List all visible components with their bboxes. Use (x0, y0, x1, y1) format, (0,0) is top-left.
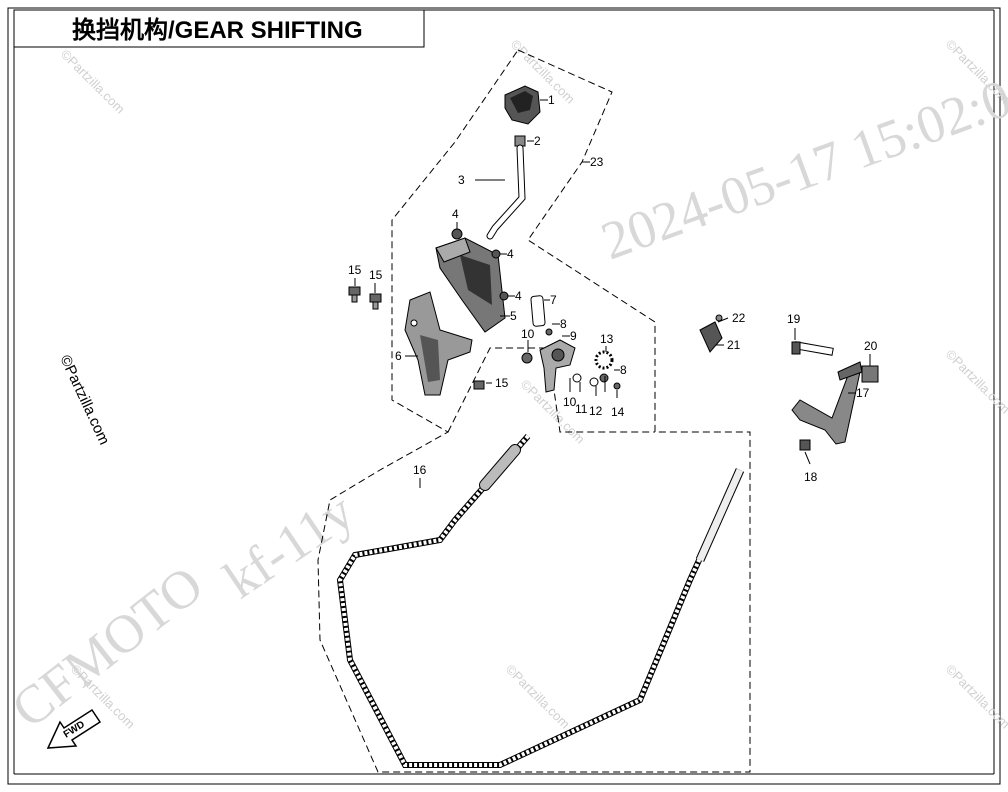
callout-label: 22 (732, 311, 746, 325)
bolt (499, 291, 509, 301)
washer (572, 373, 582, 383)
gear-sensor (699, 314, 723, 353)
callout-label: 4 (452, 207, 459, 221)
callout-label: 1 (548, 93, 555, 107)
washer (613, 382, 621, 390)
callout-label: 2 (534, 134, 541, 148)
washer (589, 377, 599, 387)
watermark-partzilla: ©Partzilla.com (943, 347, 1008, 417)
callout-label: 7 (550, 293, 557, 307)
callout-label: 9 (570, 329, 577, 343)
callout-label: 21 (727, 338, 741, 352)
callout-label: 15 (348, 263, 362, 277)
watermark-partzilla: ©Partzilla.com (503, 662, 573, 732)
shift-rod-outline (486, 144, 526, 240)
callout-label: 18 (804, 470, 818, 484)
shifter-bracket (404, 291, 473, 396)
watermark-partzilla: ©Partzilla.com (943, 662, 1008, 732)
bolt-18 (799, 439, 811, 451)
callout-label: 14 (611, 405, 625, 419)
callout-label: 19 (787, 312, 801, 326)
callout-label: 10 (563, 395, 577, 409)
callout-label: 23 (590, 155, 604, 169)
callout-label: 20 (864, 339, 878, 353)
cable-bracket (791, 361, 863, 445)
callout-label: 4 (507, 247, 514, 261)
assembly-boundary-dashed (317, 49, 751, 773)
shift-lever (539, 339, 576, 393)
spring (594, 350, 614, 370)
callout-label: 15 (495, 376, 509, 390)
bolt-15 (348, 286, 361, 303)
callout-label: 10 (521, 327, 535, 341)
watermark-partzilla-side: ©Partzilla.com (56, 353, 112, 448)
watermark-partzilla: ©Partzilla.com (58, 47, 128, 117)
bolt (491, 249, 501, 259)
shift-knob (504, 85, 541, 125)
spacer (861, 365, 879, 383)
watermark-brand: CFMOTO (0, 554, 214, 739)
callout-label: 8 (560, 317, 567, 331)
bolt-15 (369, 293, 382, 310)
bolt (451, 228, 463, 240)
bolt-15 (473, 380, 485, 390)
callout-label: 15 (369, 268, 383, 282)
callout-label: 13 (600, 332, 614, 346)
shift-cable (336, 434, 745, 768)
callout-label: 6 (395, 349, 402, 363)
title-box (13, 9, 425, 48)
callout-label: 3 (458, 173, 465, 187)
sub-boundary-dashed (447, 347, 655, 433)
leader-lines (354, 99, 871, 488)
callout-label: 4 (515, 289, 522, 303)
callout-label: 5 (510, 309, 517, 323)
washer (545, 328, 553, 336)
shift-rod (487, 145, 525, 239)
watermark-timestamp: 2024-05-17 15:02:06 (594, 58, 1008, 271)
shifter-housing (435, 237, 506, 333)
outer-frame (7, 7, 1001, 785)
bolt-19-head (791, 341, 801, 355)
callout-label: 11 (575, 402, 588, 416)
callouts: 1 2 3 4 4 4 5 6 7 8 8 9 10 10 11 12 13 1… (348, 93, 878, 484)
washer (599, 373, 609, 383)
callout-label: 17 (856, 386, 870, 400)
callout-label: 16 (413, 463, 427, 477)
pin (530, 295, 546, 327)
washer (521, 352, 533, 364)
callout-label: 8 (620, 363, 627, 377)
diagram-title: 换挡机构/GEAR SHIFTING (72, 16, 363, 44)
callout-label: 12 (589, 404, 603, 418)
